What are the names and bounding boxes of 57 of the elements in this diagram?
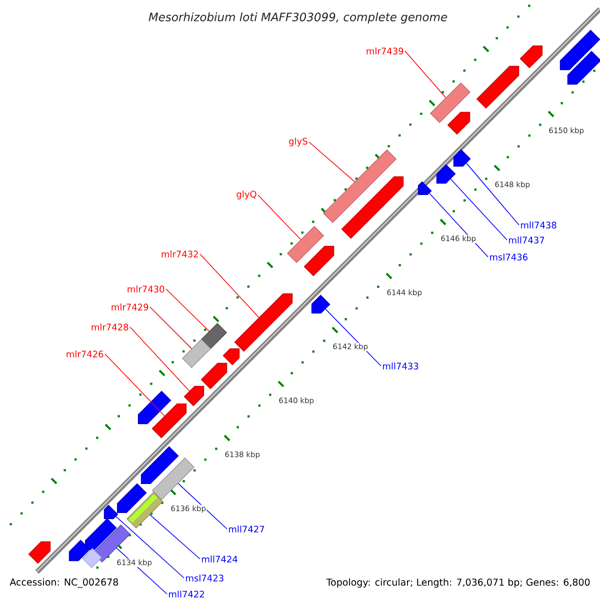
leader-line [466,162,520,226]
info-text: Topology: circular; Length: 7,036,071 bp; Genes: 6,800 [326,578,590,588]
gene-block [447,112,470,135]
gene-label: mlr7429 [112,304,148,310]
gene-label: msl7423 [186,574,224,582]
leader-line [404,50,446,98]
leader-line [150,306,192,350]
gene-block [234,293,293,352]
leader-line [104,354,165,416]
gene-block [304,246,334,276]
gene-block [152,403,187,438]
gene-label: glyS [289,138,308,146]
gene-block [560,30,600,70]
gene-label: mlr7430 [128,286,164,292]
gene-label: mll7438 [521,222,556,228]
leader-line [166,288,210,332]
leader-line [308,142,356,182]
gene-block [140,446,179,484]
gene-block [520,45,543,68]
gene-label: mll7433 [383,362,418,370]
gene-label: mll7424 [202,556,238,562]
gene-label: mlr7428 [92,324,128,330]
gene-block [28,541,51,564]
gene-block [418,181,432,196]
gene-block [222,348,240,366]
leader-line [200,254,260,318]
gene-block [184,386,204,406]
leader-line [178,483,228,530]
leader-line [150,514,200,560]
gene-label: mlr7432 [162,250,198,258]
leader-line [429,192,488,258]
title: Mesorhizobium loti MAFF303099, complete genome [148,12,448,24]
gene-block [341,176,404,239]
gene-label: msl7436 [490,254,528,260]
gene-block [84,518,117,550]
gene-block [138,390,172,424]
gene-block [476,66,520,109]
leader-line [130,326,190,392]
gene-label: mll7437 [509,236,544,244]
gene-label: mlr7439 [366,48,404,54]
gene-block [82,548,102,568]
gene-block [68,540,90,562]
gene-block [116,483,147,514]
gene-label: mlr7426 [66,350,104,358]
gene-block [567,50,600,85]
gene-block [453,149,471,167]
info-text: Accession: NC_002678 [10,578,118,588]
gene-label: glyQ [236,190,256,200]
gene-label: mll7422 [169,590,204,598]
gene-block [436,164,456,184]
gene-block [104,504,118,520]
leader-line [116,516,184,578]
gene-block [200,362,228,390]
gene-block [430,82,470,124]
leader-line [450,178,508,240]
gene-label: mll7427 [229,526,264,532]
gene-block [311,294,330,314]
